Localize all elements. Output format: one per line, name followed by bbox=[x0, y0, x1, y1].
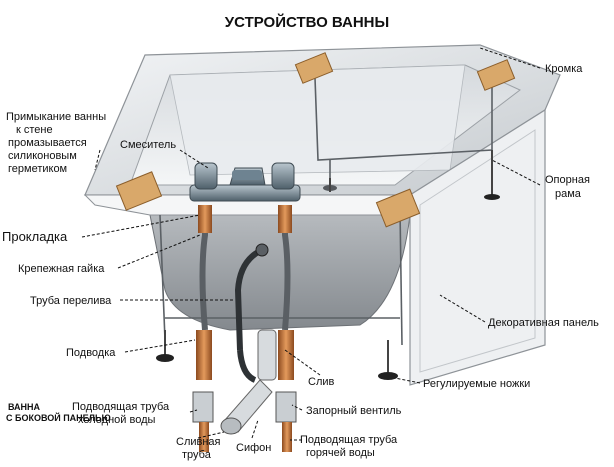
bathtub bbox=[83, 44, 561, 386]
label-overflow-pipe: Труба перелива bbox=[30, 295, 112, 307]
label-stop-valve: Запорный вентиль bbox=[306, 405, 402, 417]
label-wall-joint-2: к стене bbox=[16, 124, 53, 136]
label-rim: Кромка bbox=[545, 63, 583, 75]
leader-lines bbox=[81, 47, 541, 441]
label-hot-supply-2: горячей воды bbox=[306, 447, 375, 459]
label-mixer: Смеситель bbox=[120, 139, 176, 151]
adjustable-legs-group bbox=[156, 150, 500, 380]
bathtub-underside bbox=[149, 214, 411, 331]
label-drain-pipe-2: труба bbox=[182, 449, 212, 461]
label-wall-joint-4: силиконовым bbox=[8, 150, 77, 162]
wooden-supports bbox=[115, 52, 516, 228]
decorative-panel bbox=[409, 108, 546, 386]
label-siphon: Сифон bbox=[236, 442, 271, 454]
overflow-pipe-group bbox=[234, 243, 269, 351]
label-supply: Подводка bbox=[66, 347, 116, 359]
mixer-tap bbox=[189, 162, 301, 202]
label-support-frame-1: Опорная bbox=[545, 174, 590, 186]
label-support-frame-2: рама bbox=[555, 188, 582, 200]
label-decorative-panel: Декоративная панель bbox=[488, 317, 599, 329]
label-drain-pipe-1: Сливная bbox=[176, 436, 221, 448]
label-wall-joint-3: промазывается bbox=[8, 137, 87, 149]
label-gasket: Прокладка bbox=[2, 229, 68, 244]
diagram-title: УСТРОЙСТВО ВАННЫ bbox=[225, 13, 389, 31]
label-wall-joint-1: Примыкание ванны bbox=[6, 111, 106, 123]
label-drain: Слив bbox=[308, 376, 335, 388]
label-adjustable-legs: Регулируемые ножки bbox=[423, 378, 530, 390]
caption-line-2: С БОКОВОЙ ПАНЕЛЬЮ bbox=[6, 412, 111, 423]
labels: Кромка Примыкание ванны к стене промазыв… bbox=[2, 63, 599, 461]
label-wall-joint-5: герметиком bbox=[8, 163, 67, 175]
label-cold-supply-2: холодной воды bbox=[78, 414, 155, 426]
label-cold-supply-1: Подводящая труба bbox=[72, 401, 170, 413]
label-hot-supply-1: Подводящая труба bbox=[300, 434, 398, 446]
siphon-group bbox=[220, 329, 277, 435]
label-fixing-nut: Крепежная гайка bbox=[18, 263, 105, 275]
caption-line-1: ВАННА bbox=[8, 402, 41, 412]
